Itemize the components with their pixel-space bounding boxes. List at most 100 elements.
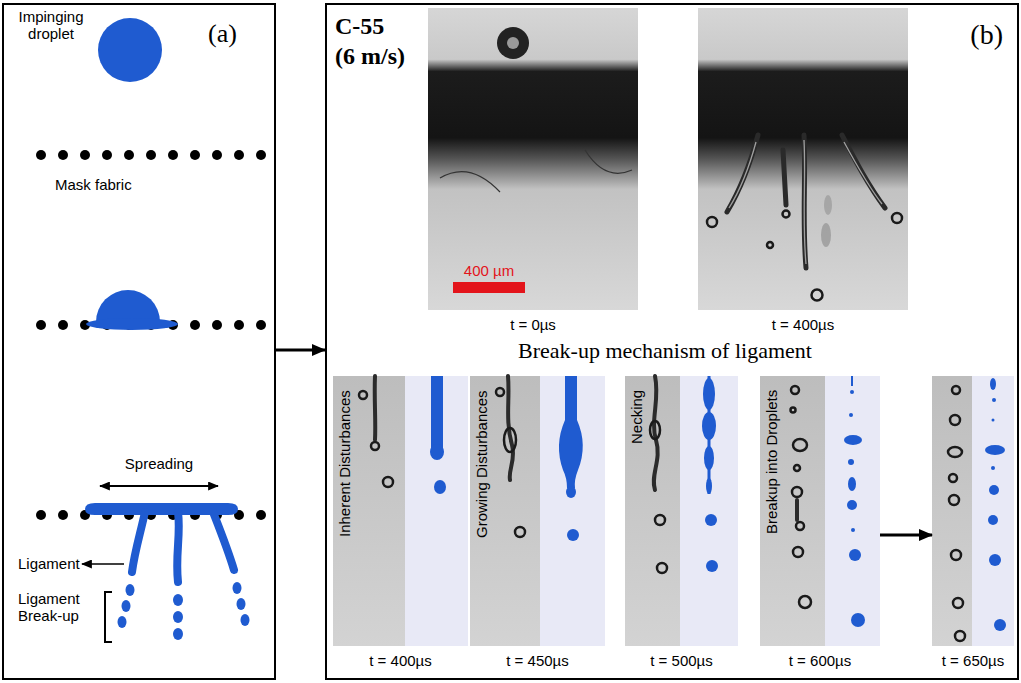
photo-t400 — [812, 290, 823, 301]
stage-label: Inherent Disturbances — [336, 390, 353, 537]
ligament-jets — [177, 512, 179, 582]
photo-t400 — [892, 213, 902, 223]
stage-label: Growing Disturbances — [473, 390, 490, 538]
schematic-ligament — [988, 515, 998, 525]
photo-drop — [952, 386, 960, 394]
breakup-schematic-ground — [680, 376, 738, 646]
photo-drop — [359, 386, 965, 641]
schematic-ligament — [848, 459, 854, 465]
scale-label: 400 µm — [453, 262, 525, 279]
impinging-droplet — [98, 18, 162, 82]
breakup-drops — [173, 594, 183, 606]
schematic-ligament — [847, 500, 857, 510]
time-caption: t = 400µs — [369, 652, 431, 669]
breakup-photo — [932, 376, 972, 646]
breakup-schematic-ground — [825, 376, 880, 646]
photo-drop — [955, 631, 965, 641]
photo-drop — [796, 522, 804, 530]
ligament-jets — [132, 512, 145, 572]
breakup-drops — [118, 582, 250, 640]
photo-t0 — [497, 27, 529, 59]
deposited-droplet — [86, 290, 178, 330]
fabric-fibres — [30, 150, 272, 160]
stage-label: Breakup into Droplets — [763, 390, 780, 534]
photo-drop — [951, 550, 961, 560]
breakup-drops — [237, 598, 246, 610]
schematic-ligament — [989, 485, 999, 495]
breakup-drops — [173, 628, 183, 640]
time-caption: t = 0µs — [510, 316, 556, 333]
photo-drop — [359, 391, 367, 399]
photo-drop — [504, 428, 516, 452]
photo-ligament — [373, 376, 378, 440]
schematic-ligament — [566, 486, 576, 498]
breakup-drops — [233, 582, 242, 594]
photo-drop — [371, 442, 379, 450]
connector-arrow — [276, 349, 325, 352]
photo-t400 — [804, 135, 806, 268]
photo-t400 — [783, 150, 786, 205]
ligament-label: Ligament — [18, 555, 80, 572]
section-heading: Break-up mechanism of ligament — [440, 338, 890, 363]
schematic-ligament — [850, 390, 854, 394]
breakup-label: Ligament Break-up — [18, 590, 102, 625]
case-label: C-55 — [335, 13, 384, 41]
photo-drop — [793, 547, 803, 557]
breakup-bracket — [105, 592, 112, 642]
photo-t0 — [440, 172, 500, 192]
schematic-ligament — [705, 514, 717, 526]
photo-t400 — [727, 135, 758, 212]
breakup-photo — [333, 376, 972, 646]
schematic-ligament — [702, 412, 716, 440]
schematic-ligament — [990, 378, 996, 390]
breakup-drops — [126, 584, 135, 596]
photo-drop — [791, 386, 799, 394]
photo-t400 — [707, 211, 902, 301]
photo-t400 — [698, 8, 908, 310]
connector-arrow — [880, 534, 932, 537]
schematic-ligament — [567, 529, 579, 541]
photo-frame: t = 400µs — [698, 8, 908, 310]
breakup-drops — [173, 611, 183, 623]
ligament-leader — [82, 563, 124, 565]
photo-drop — [657, 563, 667, 573]
photo-drop — [948, 447, 962, 457]
photo-t0 — [428, 8, 638, 310]
photo-drop — [791, 408, 796, 413]
breakup-drops — [241, 614, 250, 626]
time-caption: t = 650µs — [942, 652, 1004, 669]
breakup-drops — [118, 616, 127, 628]
photo-t400 — [824, 195, 832, 215]
photo-t0 — [585, 150, 632, 173]
photo-drop — [792, 487, 802, 497]
schematic-ligament — [431, 376, 443, 450]
schematic-ligament — [989, 554, 1001, 566]
photo-drop — [949, 474, 957, 482]
photo-drop — [793, 439, 807, 451]
photo-t0 — [428, 8, 638, 310]
photo-drop — [953, 598, 963, 608]
time-caption: t = 500µs — [650, 652, 712, 669]
photo-ligament — [795, 500, 799, 520]
photo-t400 — [698, 8, 908, 310]
breakup-schematic-ground — [405, 376, 468, 646]
photo-drop — [949, 495, 959, 505]
photo-drop — [650, 421, 660, 439]
schematic-ligament — [991, 466, 995, 470]
stage-label: Necking — [628, 390, 645, 444]
schematic-ligament — [434, 480, 446, 494]
schematic-ligament — [430, 376, 1006, 631]
deposited-droplet — [96, 290, 160, 322]
breakup-panel: Breakup into Dropletst = 600µs — [760, 376, 880, 646]
panel-letter: (b) — [970, 19, 1003, 51]
schematic-ligament — [994, 619, 1006, 631]
photo-t400 — [767, 242, 773, 248]
spreading-arrow — [100, 485, 218, 487]
photo-t400 — [821, 223, 831, 247]
time-caption: t = 400µs — [772, 316, 834, 333]
breakup-panel: Inherent Disturbancest = 400µs — [333, 376, 468, 646]
breakup-schematic-ground — [540, 376, 605, 646]
schematic-ligament — [849, 413, 853, 417]
